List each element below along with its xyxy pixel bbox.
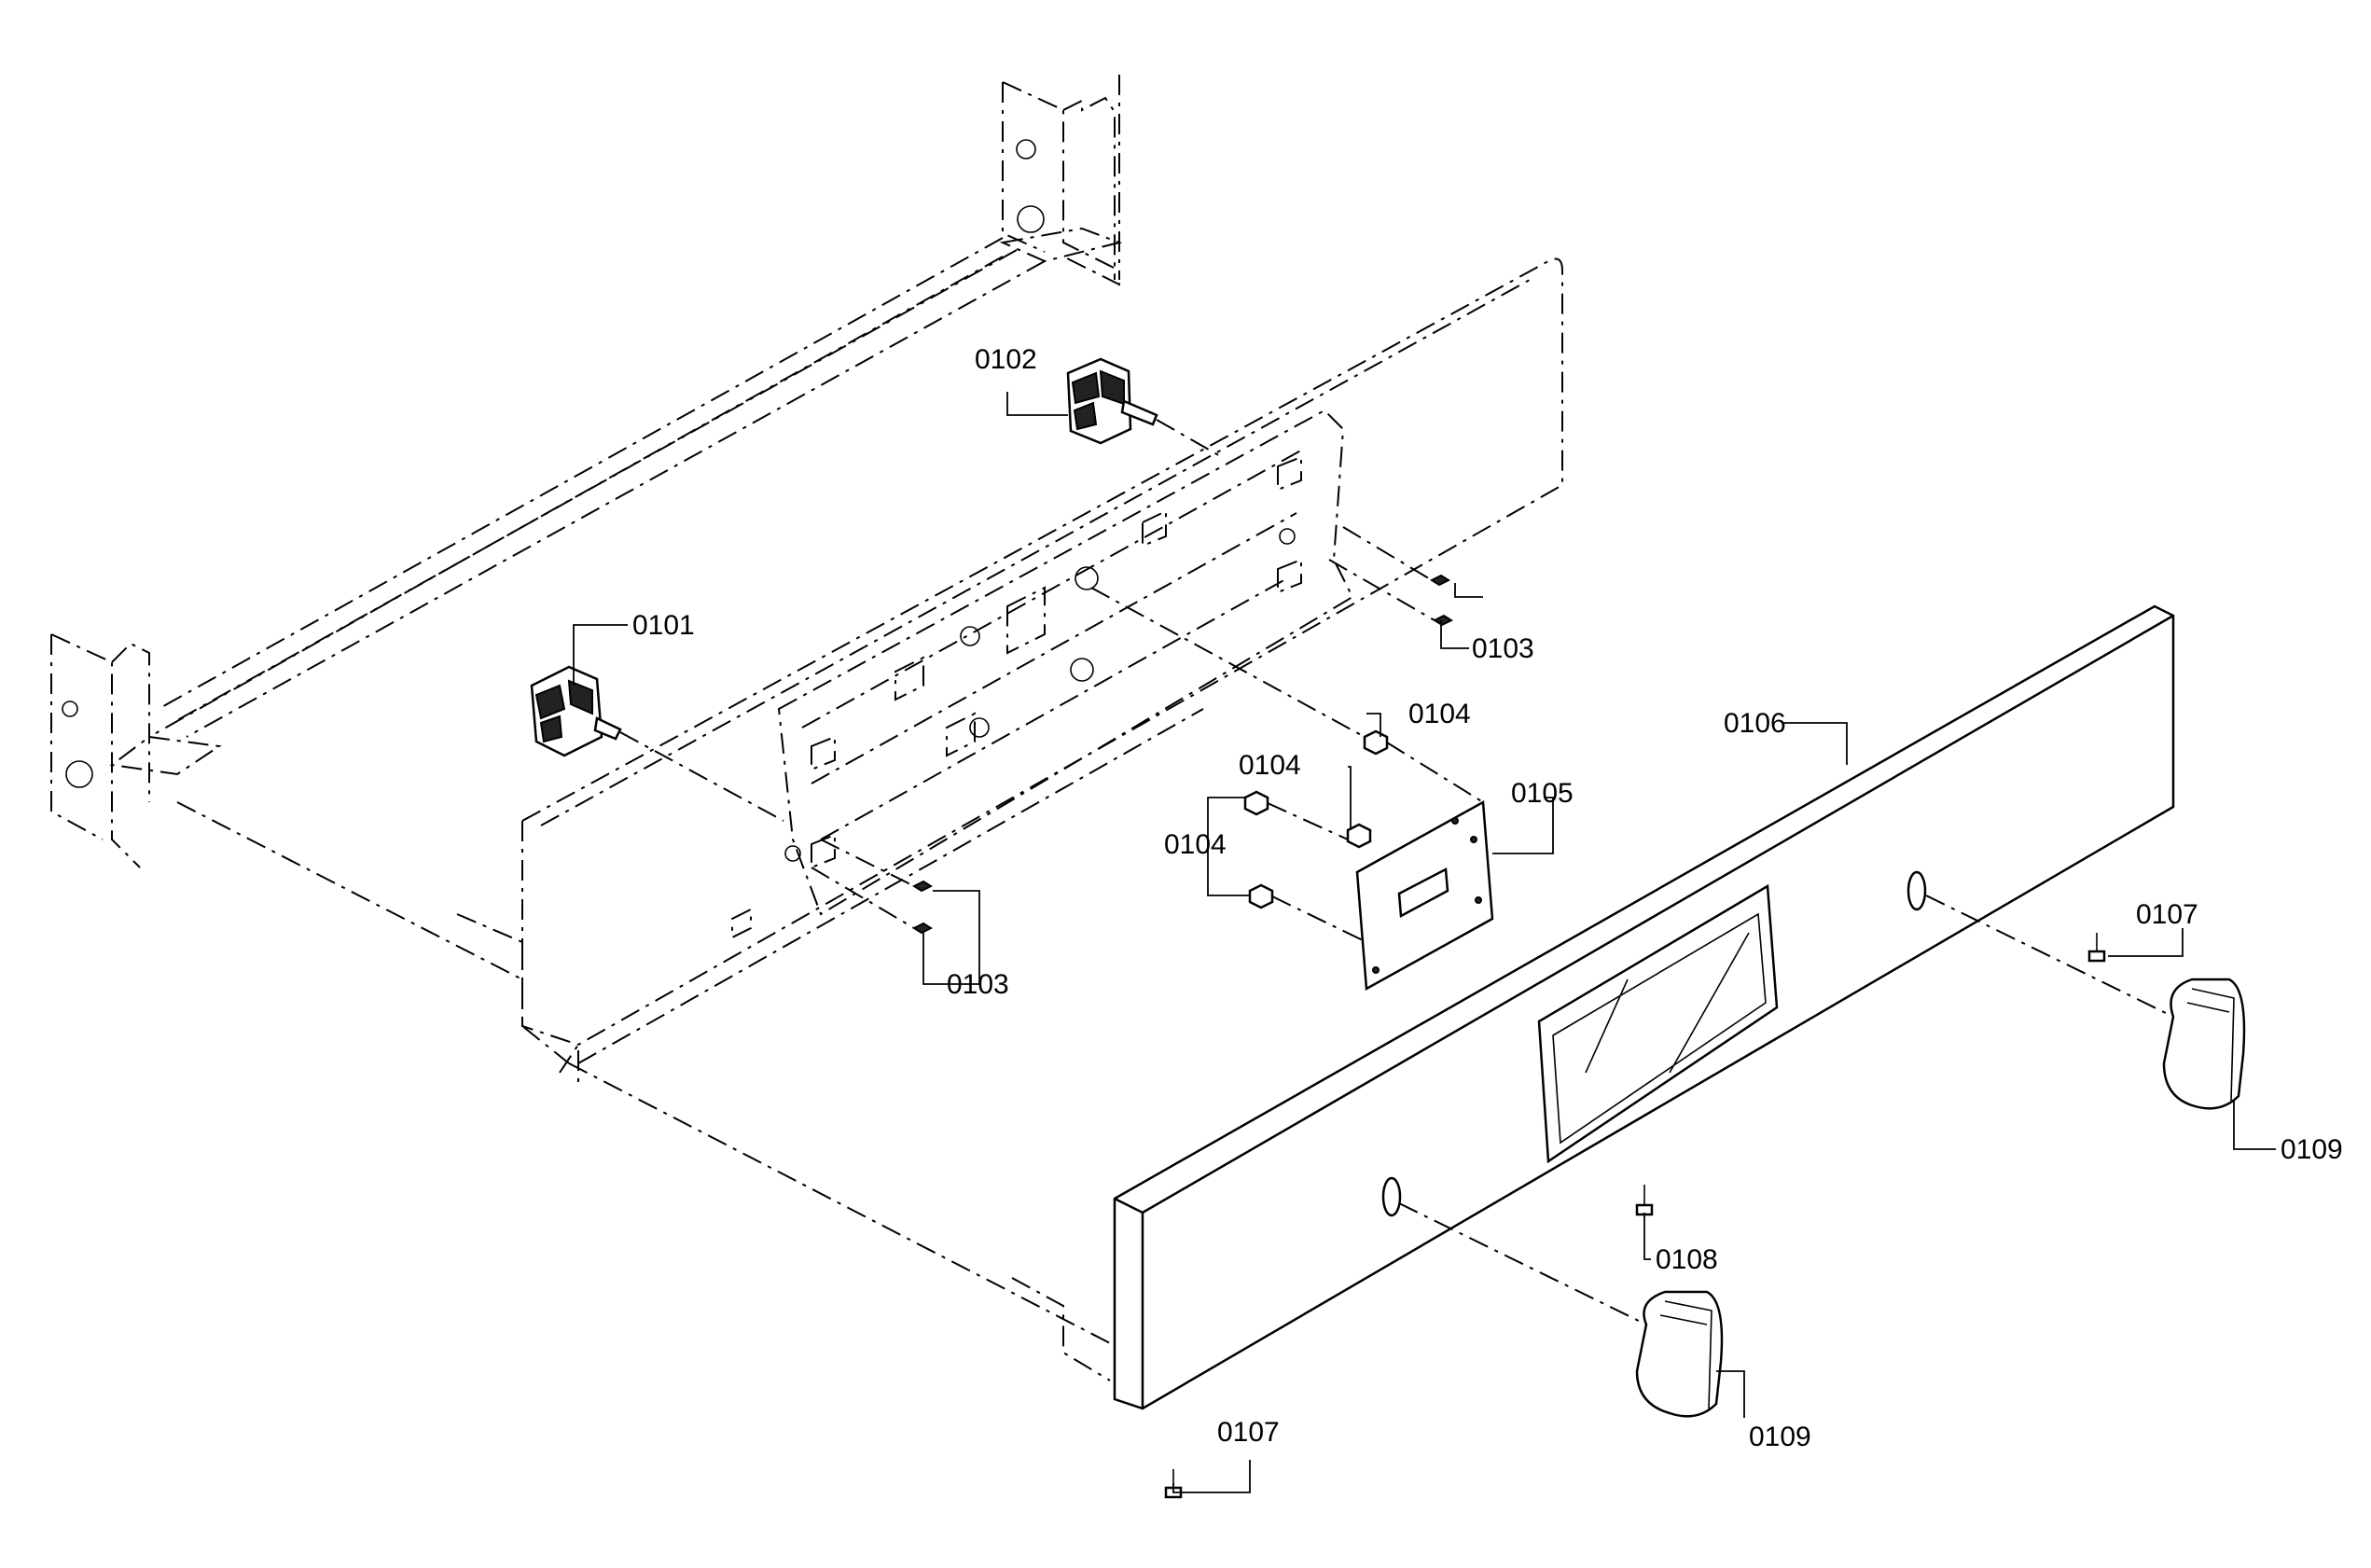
callout-0106: 0106: [1724, 708, 1786, 739]
callout-0109-right: 0109: [2281, 1134, 2343, 1165]
selector-switch-left: [530, 665, 622, 757]
assembly-lines: [619, 419, 2174, 1325]
callout-0104-left: 0104: [1164, 829, 1227, 860]
frame-rail: [50, 75, 1123, 1381]
callout-0103-left: 0103: [947, 969, 1009, 1000]
callout-0104-mid: 0104: [1239, 750, 1301, 781]
control-panel-frame: [521, 257, 1563, 1082]
callout-0107-right: 0107: [2136, 899, 2198, 930]
callout-0104-top: 0104: [1408, 699, 1471, 729]
callout-labels: 0101 0102 0103 0103 0104 0104 0104 0105 …: [632, 344, 2343, 1452]
control-board: [1355, 799, 1494, 992]
callout-0101: 0101: [632, 610, 695, 641]
screw-parts: [911, 574, 2106, 1499]
callout-0105: 0105: [1511, 778, 1574, 809]
front-fascia: [1113, 604, 2175, 1410]
callout-leaders: [573, 392, 2276, 1493]
callout-0102: 0102: [975, 344, 1037, 375]
selector-switch-right: [1066, 357, 1158, 445]
callout-0107-bottom: 0107: [1217, 1417, 1280, 1448]
callout-0109-bottom: 0109: [1749, 1422, 1811, 1452]
knob-right: [2162, 978, 2246, 1110]
callout-0108: 0108: [1656, 1244, 1718, 1275]
knob-bottom: [1635, 1290, 1724, 1418]
callout-0103-right: 0103: [1472, 633, 1534, 664]
